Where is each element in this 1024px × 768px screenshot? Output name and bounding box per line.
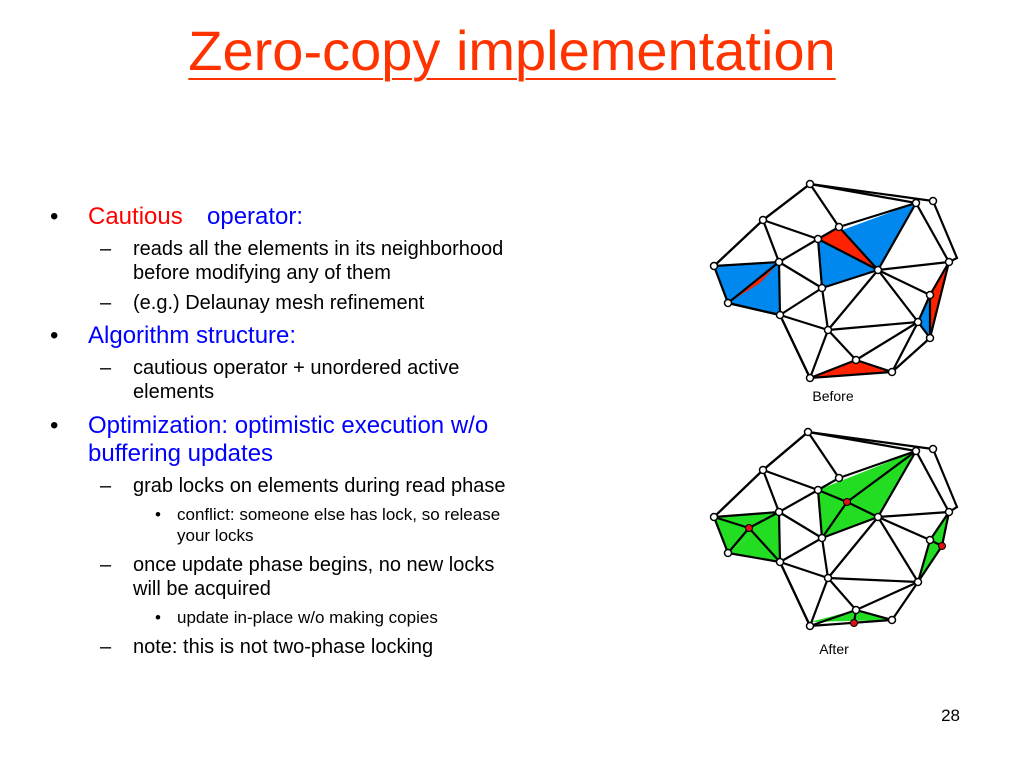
- subsub-update-in-place: update in-place w/o making copies: [177, 608, 438, 627]
- refined-triangle: [818, 490, 847, 538]
- bullet-optimization-line2: buffering updates: [88, 440, 274, 467]
- subbullet-reads-line1: reads all the elements in its neighborho…: [133, 238, 504, 260]
- dash-marker: –: [100, 357, 112, 379]
- dash-marker: –: [100, 636, 112, 658]
- before-label: Before: [812, 388, 853, 404]
- mesh-before-nodes: [709, 179, 954, 383]
- subbullet-grab-locks: grab locks on elements during read phase: [133, 475, 506, 497]
- subbullet-reads-line2: before modifying any of them: [133, 262, 391, 284]
- subbullet-update-phase-line2: will be acquired: [133, 578, 271, 600]
- subsub-conflict-line2: your locks: [177, 526, 254, 545]
- mesh-before-diagram: Before: [709, 179, 959, 404]
- mesh-before-edges: [712, 182, 959, 380]
- subbullet-two-phase: note: this is not two-phase locking: [133, 636, 434, 658]
- bullet-marker: •: [50, 203, 59, 230]
- cavity-triangle: [714, 262, 779, 303]
- cavity-triangle: [818, 203, 916, 270]
- mesh-after-new-nodes: [745, 498, 946, 627]
- refined-triangle: [818, 451, 916, 502]
- subbullet-update-phase-line1: once update phase begins, no new locks: [133, 554, 495, 576]
- bullet-optimization-line1: Optimization: optimistic execution w/o: [88, 412, 489, 439]
- bullet-operator-text: operator:: [207, 203, 304, 230]
- bullet-cautious-text: Cautious: [88, 203, 183, 230]
- bullet-algorithm-structure: Algorithm structure:: [88, 322, 297, 349]
- bad-triangle: [818, 227, 878, 270]
- dash-marker: –: [100, 475, 112, 497]
- subsub-conflict-line1: conflict: someone else has lock, so rele…: [177, 505, 501, 524]
- subsub-bullet-marker: •: [155, 505, 161, 524]
- bullet-marker: •: [50, 322, 59, 349]
- subbullet-cautious-line2: elements: [133, 381, 215, 403]
- dash-marker: –: [100, 292, 112, 314]
- subsub-bullet-marker: •: [155, 608, 161, 627]
- dash-marker: –: [100, 238, 112, 260]
- bullet-marker: •: [50, 412, 59, 439]
- mesh-after-nodes: [709, 427, 954, 631]
- dash-marker: –: [100, 554, 112, 576]
- mesh-after-edges: [712, 430, 959, 628]
- cavity-triangle: [818, 239, 878, 288]
- page-number: 28: [941, 706, 960, 725]
- refined-triangle: [847, 451, 916, 517]
- mesh-after-diagram: After: [709, 427, 959, 657]
- subbullet-cautious-line1: cautious operator + unordered active: [133, 357, 460, 379]
- subbullet-delaunay: (e.g.) Delaunay mesh refinement: [133, 292, 425, 314]
- cavity-triangle: [918, 295, 930, 338]
- after-label: After: [819, 641, 849, 657]
- mesh-after-fills: [714, 451, 949, 622]
- slide-title: Zero-copy implementation: [188, 19, 836, 82]
